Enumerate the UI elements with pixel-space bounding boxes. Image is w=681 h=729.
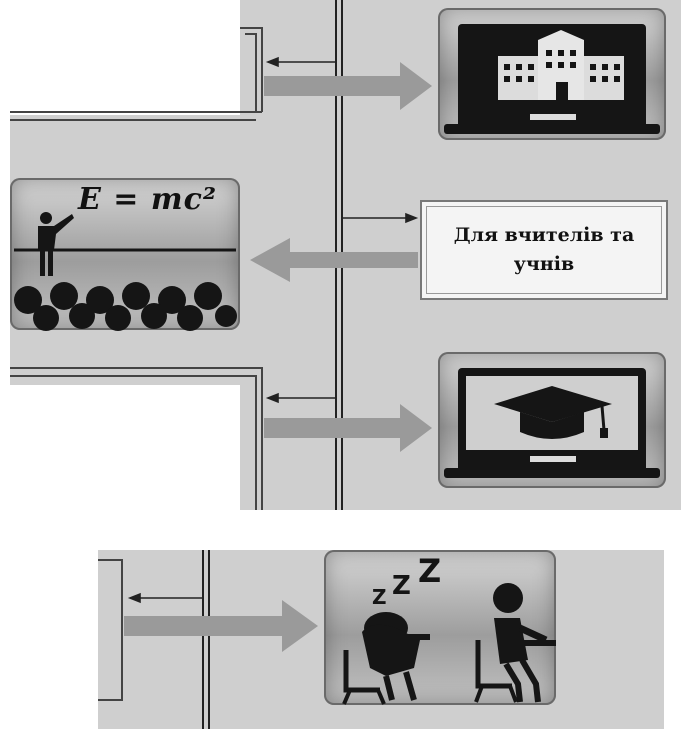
white-box-bottom-left: [0, 550, 98, 729]
thick-arrows: [124, 62, 432, 652]
bracket-lower-left: [10, 367, 263, 510]
audience-text-line-2: учнів: [513, 253, 575, 275]
bracket-top-left: [10, 27, 263, 121]
sleeping-students-icon: Z Z Z: [342, 552, 556, 705]
svg-text:Z: Z: [392, 571, 411, 601]
white-box-lower-left: [0, 392, 235, 510]
vertical-divider-bottom: [202, 550, 210, 729]
white-box-top-left: [0, 0, 235, 112]
audience-text-box: Для вчителів та учнів: [420, 200, 668, 300]
thin-arrows: [127, 56, 419, 604]
audience-text-line-1: Для вчителів та: [453, 223, 635, 246]
laptop-graduation-cap-icon: [444, 368, 660, 478]
teacher-classroom-icon: [14, 212, 237, 331]
formula-label: E = mc²: [78, 182, 218, 217]
svg-text:Z: Z: [372, 585, 387, 609]
bracket-bottom-left: [98, 559, 123, 701]
svg-text:Z: Z: [418, 552, 441, 590]
laptop-school-icon: [444, 24, 660, 134]
